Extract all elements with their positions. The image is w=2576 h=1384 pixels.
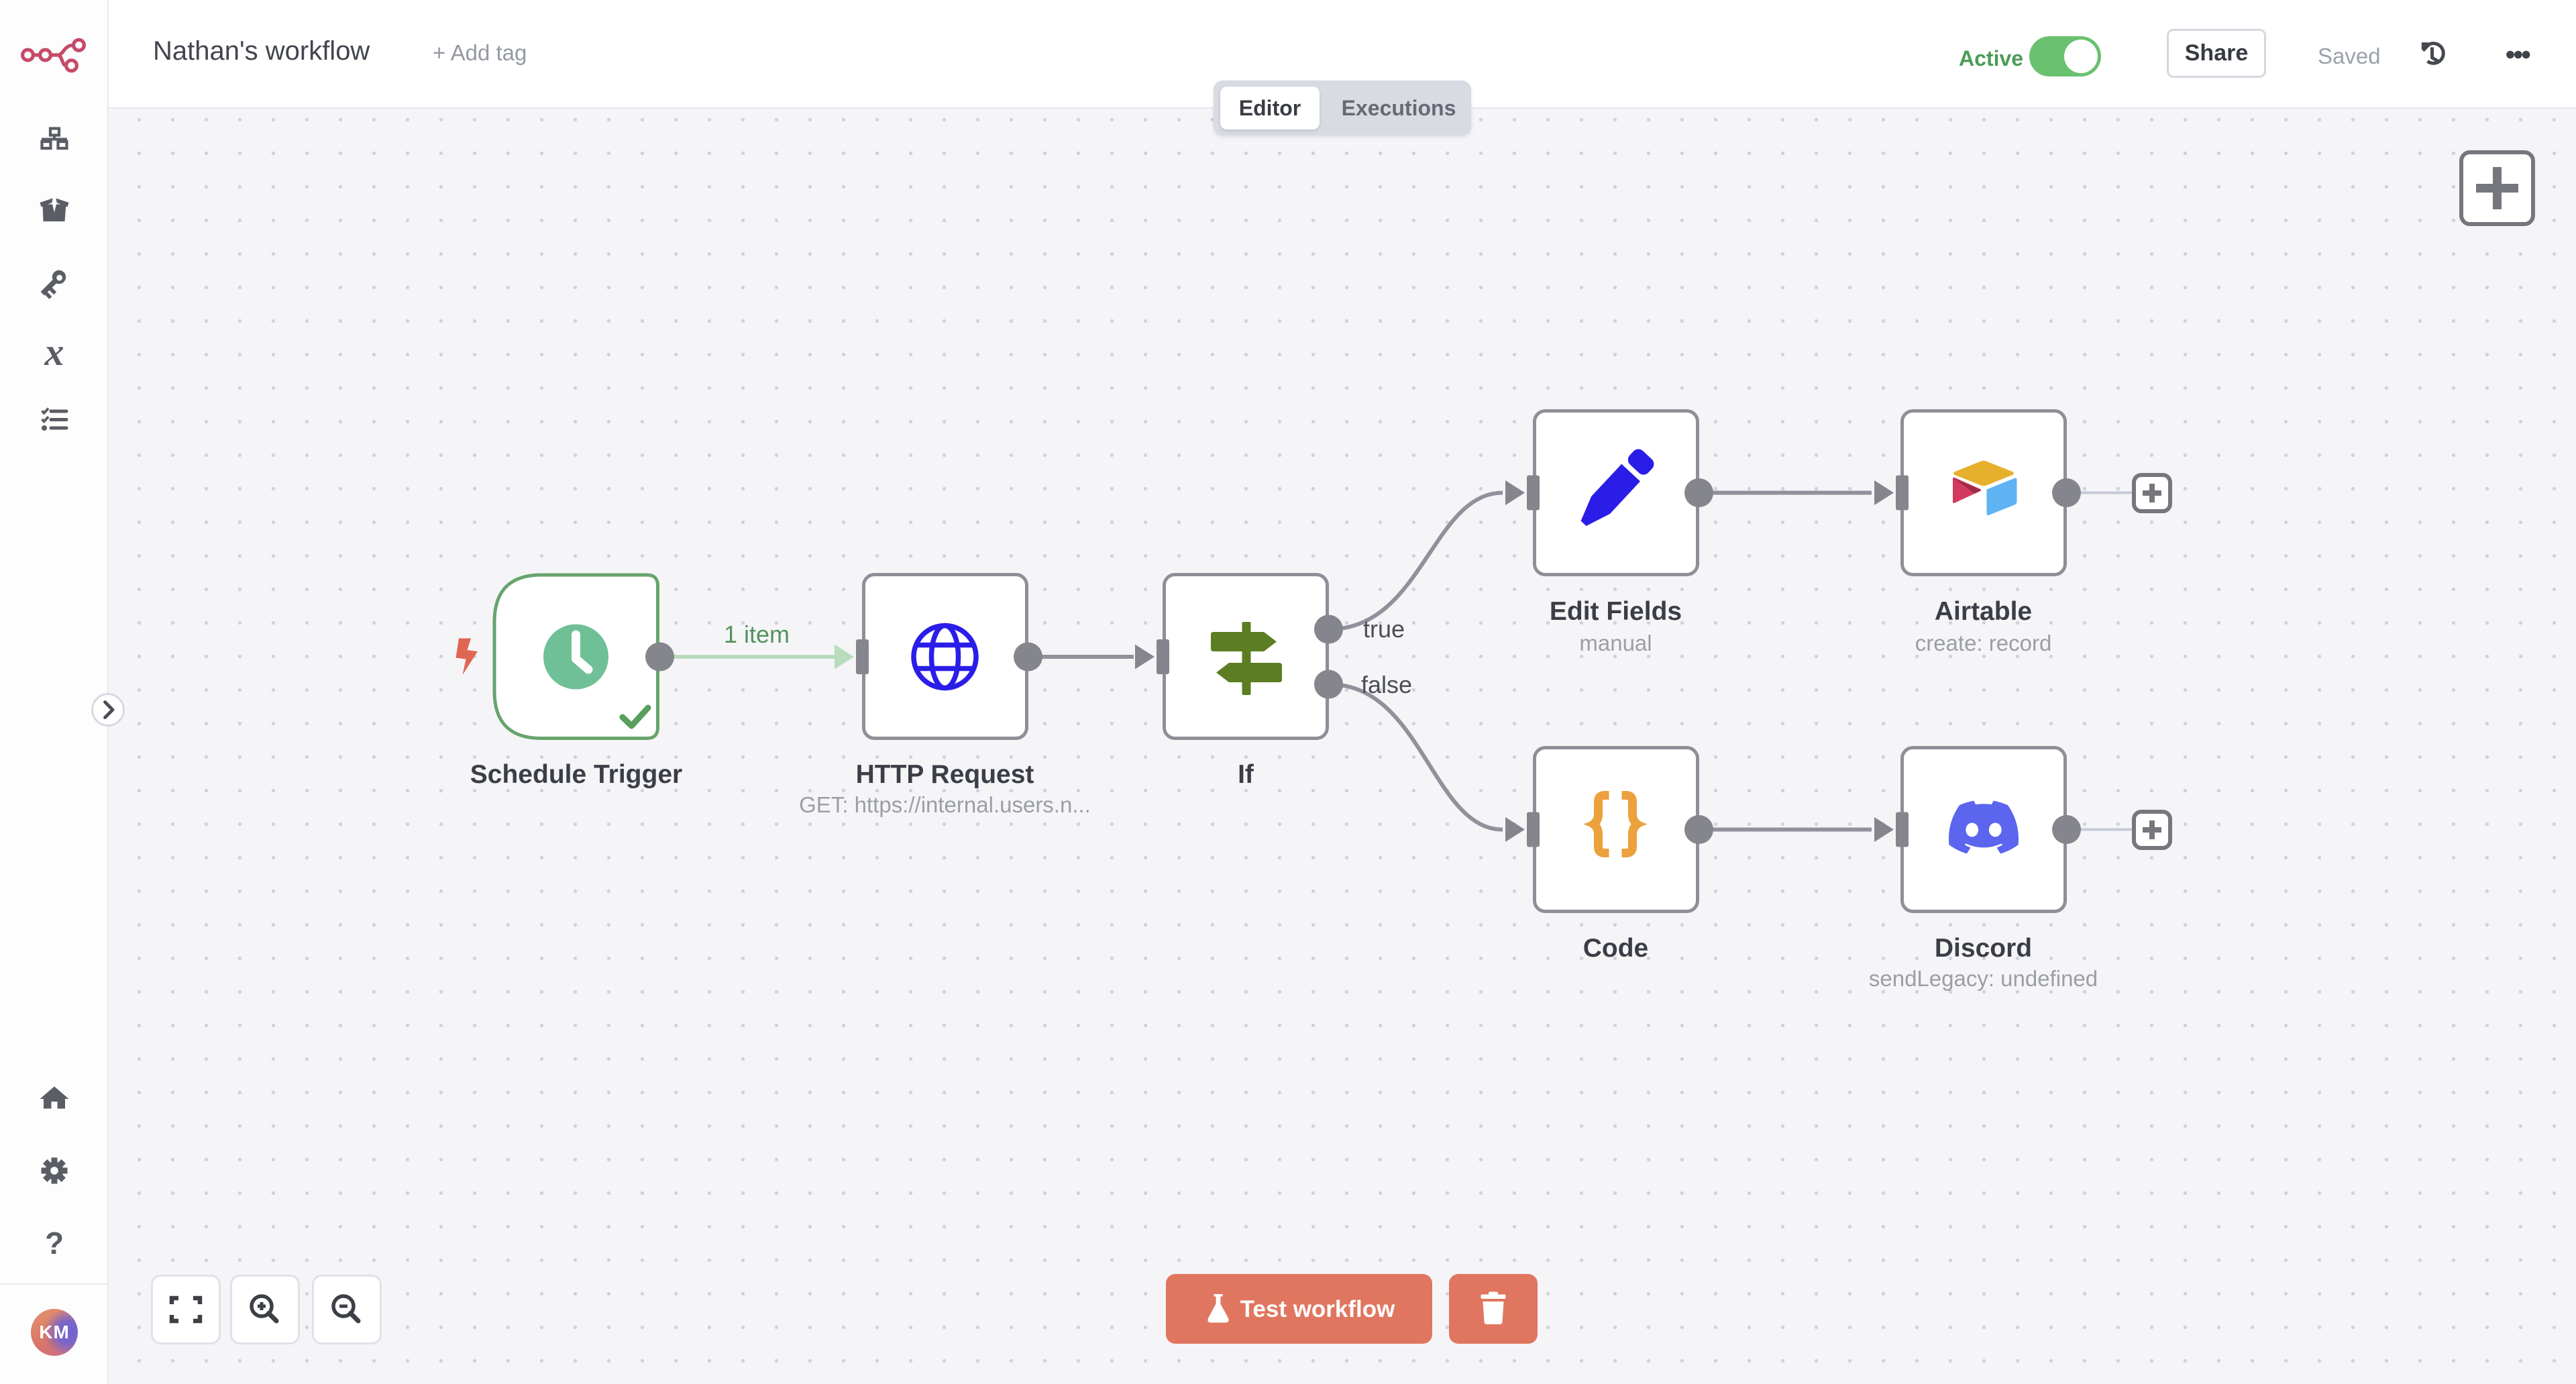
svg-text:GET: https://internal.users.n.: GET: https://internal.users.n... [799, 792, 1091, 817]
svg-text:true: true [1363, 615, 1405, 643]
svg-text:Discord: Discord [1935, 934, 2032, 963]
svg-text:false: false [1361, 671, 1412, 698]
svg-text:sendLegacy: undefined: sendLegacy: undefined [1869, 966, 2098, 991]
svg-text:Schedule Trigger: Schedule Trigger [470, 760, 682, 789]
svg-text:Airtable: Airtable [1935, 597, 2032, 626]
svg-text:If: If [1238, 760, 1254, 789]
svg-text:Test workflow: Test workflow [1240, 1296, 1396, 1322]
svg-text:HTTP Request: HTTP Request [856, 760, 1034, 789]
svg-text:manual: manual [1579, 631, 1652, 655]
svg-text:create: record: create: record [1915, 631, 2052, 655]
svg-text:Code: Code [1583, 934, 1649, 963]
svg-text:Edit Fields: Edit Fields [1550, 597, 1682, 626]
svg-text:?: ? [45, 1226, 64, 1261]
svg-text:1 item: 1 item [724, 621, 790, 648]
svg-text:x: x [44, 330, 64, 374]
